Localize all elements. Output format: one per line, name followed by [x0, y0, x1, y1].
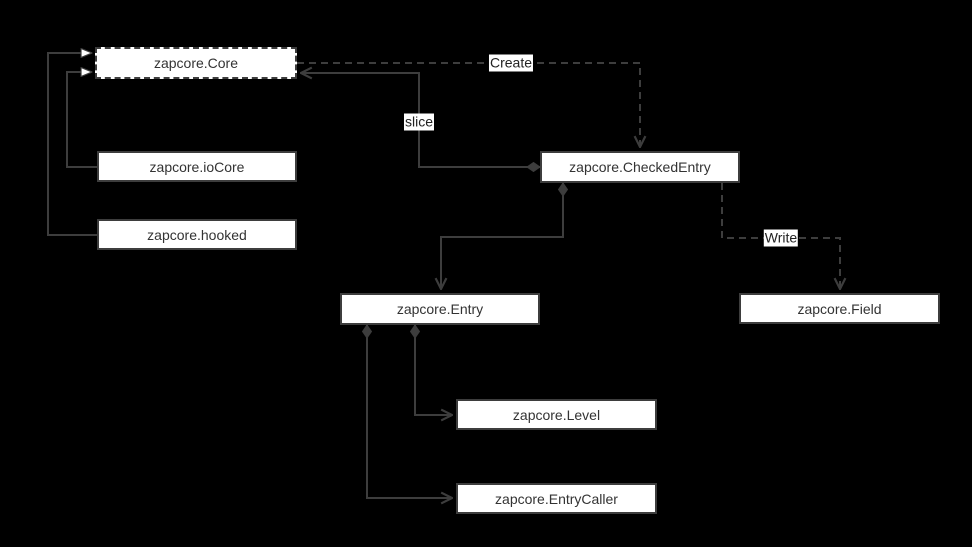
edge-label-write: Write — [763, 229, 799, 247]
node-label: zapcore.CheckedEntry — [569, 159, 711, 175]
edge-label-slice: slice — [403, 113, 435, 131]
node-label: zapcore.Level — [512, 406, 601, 423]
node-zapcore-entry: zapcore.Entry — [340, 293, 540, 325]
edge-hooked-implements-core — [47, 53, 97, 236]
node-zapcore-iocore: zapcore.ioCore — [97, 151, 297, 182]
edge-iocore-implements-core — [66, 72, 97, 168]
node-zapcore-entrycaller: zapcore.EntryCaller — [456, 483, 657, 514]
edge-entry-contains-level — [415, 325, 452, 415]
edge-core-create-checkedentry — [297, 62, 640, 147]
node-label: zapcore.EntryCaller — [495, 490, 618, 507]
edge-entry-contains-entrycaller — [367, 325, 452, 498]
node-zapcore-hooked: zapcore.hooked — [97, 219, 297, 250]
node-label: zapcore.ioCore — [149, 158, 245, 175]
edge-checkedentry-contains-entry — [441, 183, 563, 289]
node-zapcore-field: zapcore.Field — [739, 293, 940, 324]
node-label: zapcore.Core — [153, 55, 239, 71]
node-zapcore-core: zapcore.Core — [95, 47, 297, 79]
node-label: zapcore.hooked — [147, 226, 247, 243]
edge-label-create: Create — [488, 54, 534, 72]
node-label: zapcore.Entry — [396, 301, 484, 317]
node-label: zapcore.Field — [797, 300, 882, 317]
node-zapcore-checkedentry: zapcore.CheckedEntry — [540, 151, 740, 183]
node-zapcore-level: zapcore.Level — [456, 399, 657, 430]
